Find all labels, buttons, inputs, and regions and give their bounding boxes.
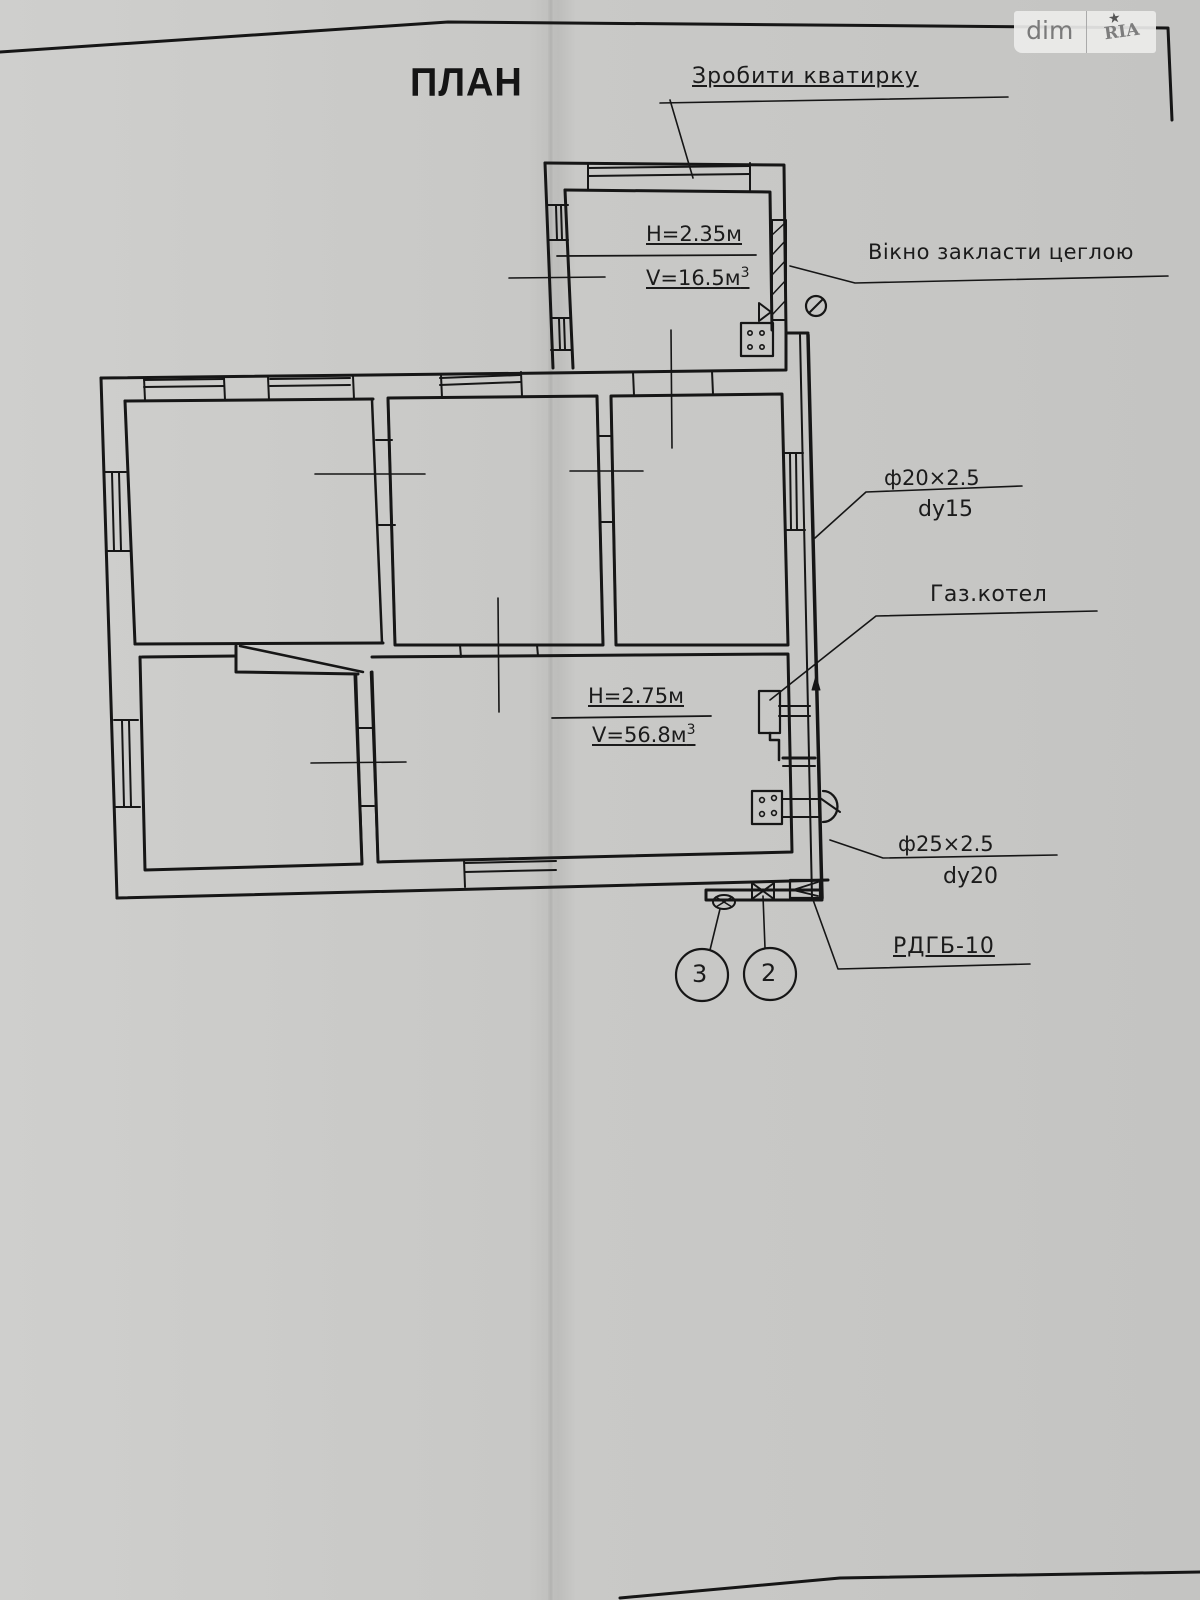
boiler-label: Газ.котел xyxy=(930,582,1048,607)
marker-3 xyxy=(674,947,730,1003)
pipe-lower-dn: dу20 xyxy=(943,864,998,889)
pipe-lower-size: ф25×2.5 xyxy=(898,832,994,856)
marker-3-label: 3 xyxy=(692,960,708,988)
sheet-border-bottom xyxy=(618,1570,1200,1600)
plan-title: ПЛАН xyxy=(410,60,523,106)
regulator-label: РДГБ-10 xyxy=(893,934,995,959)
watermark-dim: dim xyxy=(1014,11,1087,53)
annex-walls xyxy=(543,161,788,370)
star-icon: ★ xyxy=(1107,10,1121,26)
pipe-upper-dn: dу15 xyxy=(918,497,973,522)
kitchen-volume: V=56.8м3 xyxy=(592,722,696,747)
vent-note: Зробити кватирку xyxy=(692,64,919,89)
annex-volume: V=16.5м3 xyxy=(646,265,750,290)
main-walls xyxy=(99,328,830,900)
paper-fold xyxy=(548,0,554,1600)
watermark-ria: ★RIA xyxy=(1102,10,1141,45)
marker-2 xyxy=(742,946,798,1002)
gas-stove xyxy=(750,789,784,826)
window-note: Вікно закласти цеглою xyxy=(868,240,1134,264)
sheet-border xyxy=(0,20,1174,122)
annex-height: Н=2.35м xyxy=(646,222,742,246)
gas-pipe xyxy=(704,331,824,902)
watermark-logo: dim ★RIA xyxy=(1014,10,1156,53)
marker-2-label: 2 xyxy=(761,959,777,987)
pipe-upper-size: ф20×2.5 xyxy=(884,466,980,490)
kitchen-height: Н=2.75м xyxy=(588,684,684,708)
gas-boiler xyxy=(757,689,782,735)
